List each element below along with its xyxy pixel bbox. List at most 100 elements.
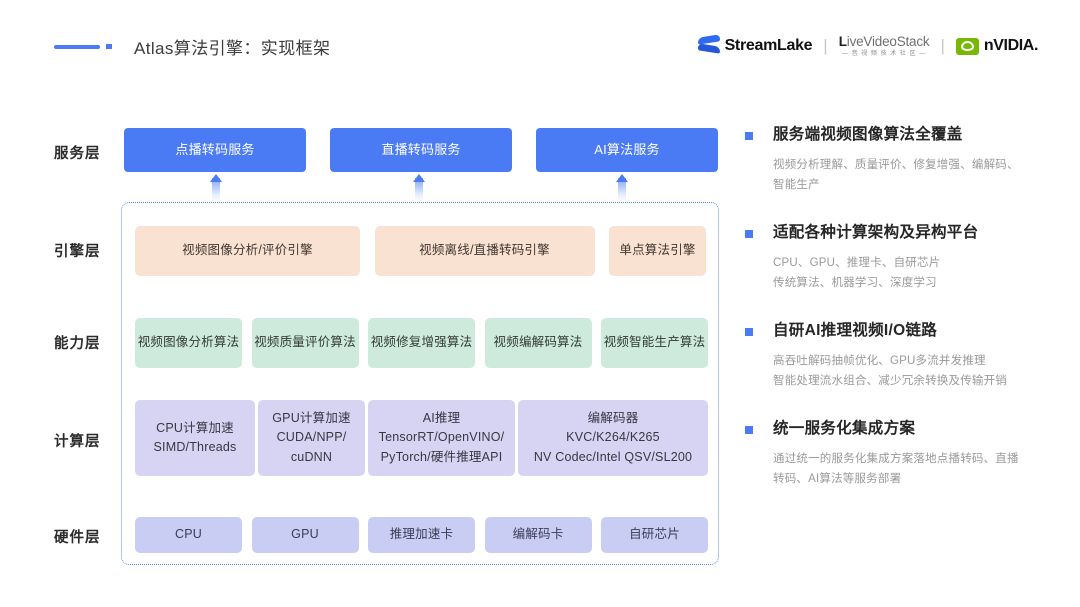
box-text-line: NV Codec/Intel QSV/SL200 [533, 449, 693, 464]
box-label: 自研芯片 [629, 527, 680, 542]
capability-box[interactable]: 视频智能生产算法 [601, 318, 708, 368]
layer-label-service: 服务层 [54, 146, 101, 162]
feature-item: 统一服务化集成方案通过统一的服务化集成方案落地点播转码、直播转码、AI算法等服务… [745, 418, 1055, 489]
box-text-line: PyTorch/硬件推理API [380, 449, 503, 464]
compute-box[interactable]: GPU计算加速 CUDA/NPP/cuDNN [258, 400, 365, 476]
hardware-box[interactable]: 编解码卡 [484, 517, 592, 553]
box-label: 视频离线/直播转码引擎 [419, 243, 550, 258]
box-label: 直播转码服务 [381, 141, 461, 157]
layer-row-hardware: CPU GPU 推理加速卡 编解码卡 自研芯片 [135, 517, 708, 553]
engine-box[interactable]: 视频图像分析/评价引擎 [135, 226, 360, 276]
logo-separator-1: | [823, 36, 828, 55]
hardware-box[interactable]: GPU [251, 517, 359, 553]
nvidia-logo: nVIDIA. [955, 37, 1038, 55]
capability-box[interactable]: 视频质量评价算法 [251, 318, 359, 368]
compute-box[interactable]: CPU计算加速 SIMD/Threads [135, 400, 255, 476]
box-label: 推理加速卡 [389, 527, 454, 542]
feature-description-line: 视频分析理解、质量评价、修复增强、编解码、 [773, 158, 1019, 171]
box-label: 点播转码服务 [175, 141, 255, 157]
nvidia-wordmark: nVIDIA. [983, 37, 1038, 54]
layer-label-compute: 计算层 [54, 434, 101, 450]
box-label: CPU [175, 527, 202, 542]
feature-title: 服务端视频图像算法全覆盖 [773, 126, 963, 143]
box-text-line: GPU计算加速 [272, 410, 351, 425]
layer-label-engine: 引擎层 [54, 244, 101, 260]
lvs-main: iveVideoStack [846, 34, 930, 50]
feature-list: 服务端视频图像算法全覆盖视频分析理解、质量评价、修复增强、编解码、智能生产适配各… [745, 124, 1055, 516]
feature-description: 视频分析理解、质量评价、修复增强、编解码、智能生产 [773, 155, 1055, 195]
streamlake-mark-icon [697, 34, 720, 56]
feature-title: 自研AI推理视频I/O链路 [773, 321, 938, 339]
capability-box[interactable]: 视频修复增强算法 [368, 318, 475, 368]
engine-box[interactable]: 单点算法引擎 [609, 226, 706, 276]
layer-row-service: 点播转码服务 直播转码服务 AI算法服务 [124, 128, 718, 172]
box-label: GPU [291, 527, 319, 542]
feature-title: 统一服务化集成方案 [773, 419, 916, 437]
upward-arrow-icon [411, 174, 427, 202]
box-text-line: AI推理 [422, 410, 461, 425]
livevideostack-tagline: — 音 视 频 技 术 社 区 — [841, 50, 927, 57]
architecture-diagram: 服务层 点播转码服务 直播转码服务 AI算法服务引擎层 视频图像分析/评价引擎 视频离线/… [0, 92, 735, 592]
title-block: Atlas算法引擎：实现框架 [54, 34, 330, 59]
box-label: 视频编解码算法 [493, 335, 583, 350]
capability-box[interactable]: 视频图像分析算法 [135, 318, 242, 368]
box-text-line: KVC/K264/K265 [566, 430, 660, 445]
box-label: 单点算法引擎 [619, 243, 696, 258]
feature-description-line: 通过统一的服务化集成方案落地点播转码、直播 [773, 452, 1019, 465]
upward-arrow-icon [208, 174, 224, 202]
feature-description: 通过统一的服务化集成方案落地点播转码、直播转码、AI算法等服务部署 [773, 449, 1055, 489]
feature-description-line: 传统算法、机器学习、深度学习 [773, 276, 937, 289]
feature-title: 适配各种计算架构及异构平台 [773, 223, 979, 241]
layer-label-hardware: 硬件层 [54, 530, 101, 546]
lvs-prefix: L [838, 34, 847, 50]
box-text-line: TensorRT/OpenVINO/ [378, 430, 505, 445]
feature-description: CPU、GPU、推理卡、自研芯片传统算法、机器学习、深度学习 [773, 253, 1055, 293]
streamlake-wordmark: StreamLake [724, 37, 813, 54]
feature-description-line: 高吞吐解码抽帧优化、GPU多流并发推理 [773, 354, 986, 367]
hardware-box[interactable]: 自研芯片 [601, 517, 708, 553]
feature-description-line: 智能处理流水组合、减少冗余转换及传输开销 [773, 374, 1007, 387]
capability-box[interactable]: 视频编解码算法 [484, 318, 592, 368]
box-label: 视频图像分析算法 [137, 335, 240, 350]
bullet-square-icon [745, 132, 753, 140]
box-text-line: cuDNN [290, 449, 333, 464]
feature-description-line: 智能生产 [773, 178, 820, 191]
layer-row-engine: 视频图像分析/评价引擎 视频离线/直播转码引擎 单点算法引擎 [135, 226, 706, 276]
box-label: 视频质量评价算法 [254, 335, 356, 350]
bullet-square-icon [745, 327, 753, 336]
feature-item: 自研AI推理视频I/O链路高吞吐解码抽帧优化、GPU多流并发推理智能处理流水组合… [745, 320, 1055, 391]
livevideostack-logo: LiveVideoStack — 音 视 频 技 术 社 区 — [839, 35, 930, 57]
service-box[interactable]: AI算法服务 [536, 128, 718, 172]
feature-description: 高吞吐解码抽帧优化、GPU多流并发推理智能处理流水组合、减少冗余转换及传输开销 [773, 351, 1055, 391]
box-text-line: CPU计算加速 [156, 420, 234, 435]
hardware-box[interactable]: 推理加速卡 [368, 517, 475, 553]
feature-description-line: CPU、GPU、推理卡、自研芯片 [773, 256, 941, 269]
feature-description-line: 转码、AI算法等服务部署 [773, 472, 902, 485]
title-accent-bar [54, 44, 100, 49]
box-text-line: CUDA/NPP/ [276, 430, 347, 445]
compute-box[interactable]: AI推理 TensorRT/OpenVINO/PyTorch/硬件推理API [368, 400, 515, 476]
page-title: Atlas算法引擎：实现框架 [134, 39, 331, 58]
engine-box[interactable]: 视频离线/直播转码引擎 [374, 226, 595, 276]
livevideostack-wordmark: LiveVideoStack [839, 35, 930, 49]
hardware-box[interactable]: CPU [135, 517, 242, 553]
box-text-line: 编解码器 [587, 410, 639, 425]
box-label: 视频图像分析/评价引擎 [182, 243, 313, 258]
feature-item: 服务端视频图像算法全覆盖视频分析理解、质量评价、修复增强、编解码、智能生产 [745, 124, 1055, 195]
box-label: 视频修复增强算法 [370, 335, 473, 350]
box-label: 视频智能生产算法 [603, 335, 706, 350]
box-label: AI算法服务 [594, 141, 660, 157]
logo-separator-2: | [940, 36, 945, 55]
framework-dashed-border [121, 202, 719, 565]
title-accent-dot [106, 44, 112, 49]
compute-box[interactable]: 编解码器 KVC/K264/K265 NV Codec/Intel QSV/SL20… [518, 400, 708, 476]
service-box[interactable]: 直播转码服务 [330, 128, 512, 172]
service-box[interactable]: 点播转码服务 [124, 128, 306, 172]
bullet-square-icon [745, 229, 753, 238]
feature-item: 适配各种计算架构及异构平台 CPU、GPU、推理卡、自研芯片传统算法、机器学习、深… [745, 222, 1055, 293]
box-text-line: SIMD/Threads [153, 440, 237, 454]
logo-group: StreamLake | LiveVideoStack — 音 视 频 技 术 … [697, 32, 1038, 60]
nvidia-eye-icon [955, 37, 979, 55]
upward-arrow-icon [614, 174, 630, 202]
streamlake-logo: StreamLake [697, 34, 813, 56]
